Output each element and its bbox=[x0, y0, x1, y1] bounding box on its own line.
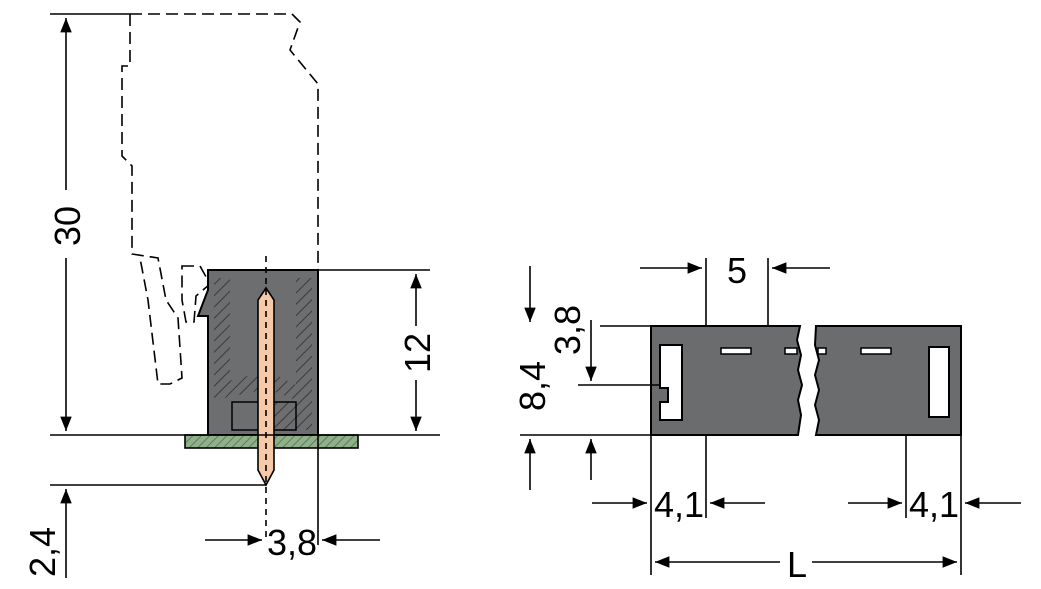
dim-total-height: 30 bbox=[47, 206, 88, 246]
housing-left-part bbox=[650, 325, 804, 436]
latch-right bbox=[928, 346, 950, 418]
dim-right-edge: 4,1 bbox=[909, 484, 959, 525]
dim-pin-below: 2,4 bbox=[22, 527, 63, 577]
dim-header-height: 12 bbox=[397, 333, 438, 373]
front-view: 5 3,8 8,4 4,1 4,1 L bbox=[512, 250, 1021, 585]
pin-slot bbox=[720, 347, 752, 355]
dim-pitch: 5 bbox=[727, 250, 747, 291]
dim-pin-offset: 3,8 bbox=[267, 522, 317, 563]
latch-left bbox=[659, 344, 683, 421]
dim-left-edge: 4,1 bbox=[654, 484, 704, 525]
mating-connector-outline bbox=[121, 13, 319, 385]
pin-slot bbox=[817, 347, 827, 355]
dim-height: 8,4 bbox=[512, 361, 553, 411]
side-view: 30 12 2,4 3,8 bbox=[22, 13, 440, 578]
housing-right-part bbox=[813, 325, 962, 436]
pin-slot bbox=[784, 347, 798, 355]
dim-top-offset: 3,8 bbox=[547, 305, 588, 355]
dim-length: L bbox=[787, 544, 807, 585]
pin-slot bbox=[860, 347, 892, 355]
